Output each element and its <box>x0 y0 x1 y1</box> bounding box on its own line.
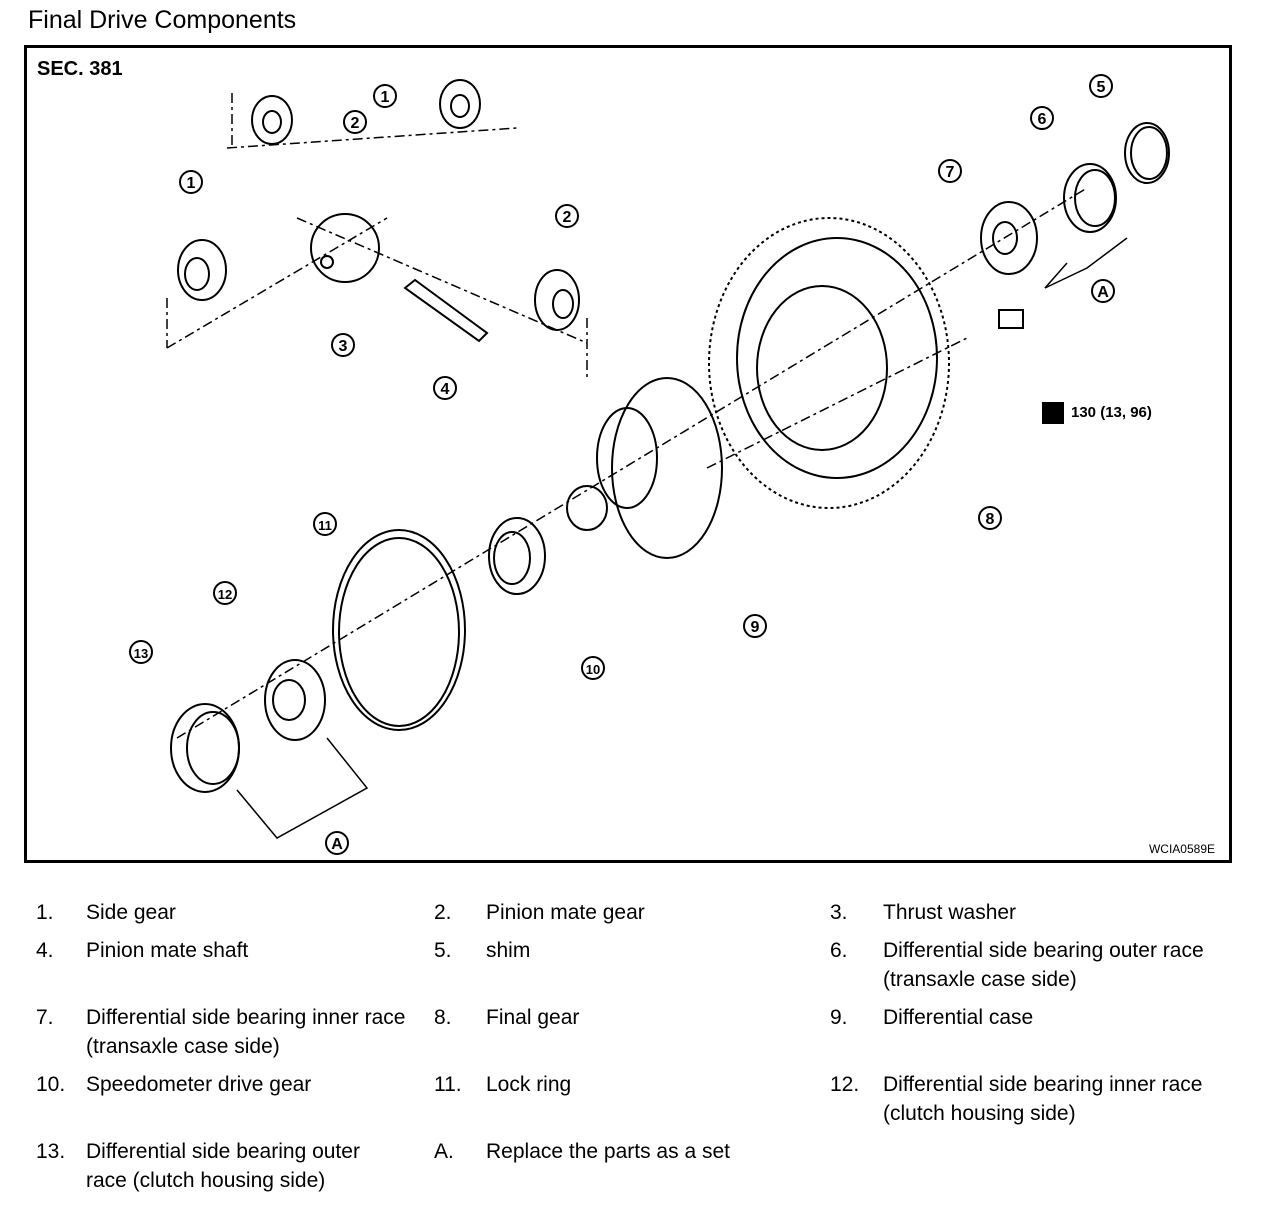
bolt <box>998 309 1024 329</box>
svg-text:12: 12 <box>218 587 232 602</box>
speedometer-drive-gear <box>488 517 546 595</box>
legend-text: Side gear <box>86 901 176 924</box>
legend-number: 13. <box>36 1140 66 1163</box>
section-label: SEC. 381 <box>37 58 123 80</box>
svg-text:9: 9 <box>751 619 760 636</box>
callout-A: A <box>325 831 349 855</box>
svg-text:8: 8 <box>986 511 995 528</box>
legend-number: A. <box>434 1140 454 1163</box>
svg-text:1: 1 <box>381 89 390 106</box>
svg-text:6: 6 <box>1038 111 1047 128</box>
svg-text:4: 4 <box>441 381 450 398</box>
legend-number: 7. <box>36 1006 54 1029</box>
callout-4: 4 <box>433 376 457 400</box>
legend-text: Pinion mate gear <box>486 901 645 924</box>
bearing-inner-race-clutch <box>264 659 326 741</box>
callout-9: 9 <box>743 614 767 638</box>
legend-text: Thrust washer <box>883 901 1017 924</box>
differential-case <box>566 377 723 559</box>
callout-2: 2 <box>555 204 579 228</box>
pinion-mate-gear-right <box>534 269 580 331</box>
svg-text:A: A <box>331 836 343 853</box>
pinion-mate-gear-top-left <box>251 95 293 145</box>
side-gear-left <box>177 239 227 301</box>
legend-text: Differential case <box>883 1006 1034 1029</box>
page-title: Final Drive Components <box>28 6 297 34</box>
bearing-outer-race-transaxle <box>1063 163 1117 233</box>
figure-id: WCIA0589E <box>1148 842 1215 856</box>
svg-text:2: 2 <box>351 115 360 132</box>
lock-ring <box>332 529 466 731</box>
legend-number: 5. <box>434 939 452 962</box>
callout-3: 3 <box>331 333 355 357</box>
legend-number: 8. <box>434 1006 452 1029</box>
legend-text: Replace the parts as a set <box>486 1140 730 1163</box>
bearing-inner-race-transaxle <box>980 201 1038 275</box>
legend-text: shim <box>486 939 531 962</box>
legend-number: 6. <box>830 939 848 962</box>
torque-spec: 130 (13, 96) <box>1071 404 1152 421</box>
set-bracket-lower <box>236 737 369 839</box>
callout-1: 1 <box>179 170 203 194</box>
legend-text: Differential side bearing inner race (cl… <box>883 1073 1203 1125</box>
legend-number: 2. <box>434 901 452 924</box>
callout-A: A <box>1091 279 1115 303</box>
callout-6: 6 <box>1030 106 1054 130</box>
legend-number: 3. <box>830 901 848 924</box>
set-bracket-upper <box>1044 237 1128 289</box>
callout-13: 13 <box>129 640 153 664</box>
legend-number: 4. <box>36 939 54 962</box>
legend-text: Differential side bearing outer race (tr… <box>883 939 1204 991</box>
torque-wrench-icon <box>1042 402 1064 424</box>
legend-text: Final gear <box>486 1006 580 1029</box>
svg-text:10: 10 <box>586 662 600 677</box>
side-gear-top-right <box>439 79 481 129</box>
thrust-washer <box>310 213 380 283</box>
callout-10: 10 <box>581 656 605 680</box>
svg-text:2: 2 <box>563 209 572 226</box>
callout-5: 5 <box>1089 74 1113 98</box>
bearing-outer-race-clutch <box>170 703 240 793</box>
shim <box>1124 122 1170 184</box>
legend-number: 12. <box>830 1073 860 1096</box>
callout-1: 1 <box>373 84 397 108</box>
legend-text: Differential side bearing inner race (tr… <box>86 1006 406 1058</box>
svg-text:3: 3 <box>339 338 348 355</box>
svg-text:7: 7 <box>946 164 955 181</box>
axis-lines <box>166 93 1088 739</box>
pinion-mate-shaft <box>403 278 489 343</box>
legend-number: 1. <box>36 901 54 924</box>
legend-text: Lock ring <box>486 1073 572 1096</box>
callout-2: 2 <box>343 110 367 134</box>
legend-text: Differential side bearing outer race (cl… <box>86 1140 360 1192</box>
legend-text: Speedometer drive gear <box>86 1073 312 1096</box>
svg-text:13: 13 <box>134 646 148 661</box>
callout-11: 11 <box>313 512 337 536</box>
callout-8: 8 <box>978 506 1002 530</box>
callout-7: 7 <box>938 159 962 183</box>
legend-number: 9. <box>830 1006 848 1029</box>
legend-text: Pinion mate shaft <box>86 939 249 962</box>
svg-text:11: 11 <box>318 518 332 533</box>
svg-text:5: 5 <box>1097 79 1106 96</box>
svg-text:1: 1 <box>187 175 196 192</box>
final-gear <box>708 217 950 509</box>
legend-number: 11. <box>434 1073 462 1096</box>
legend-number: 10. <box>36 1073 66 1096</box>
svg-text:A: A <box>1097 284 1109 301</box>
callout-12: 12 <box>213 581 237 605</box>
